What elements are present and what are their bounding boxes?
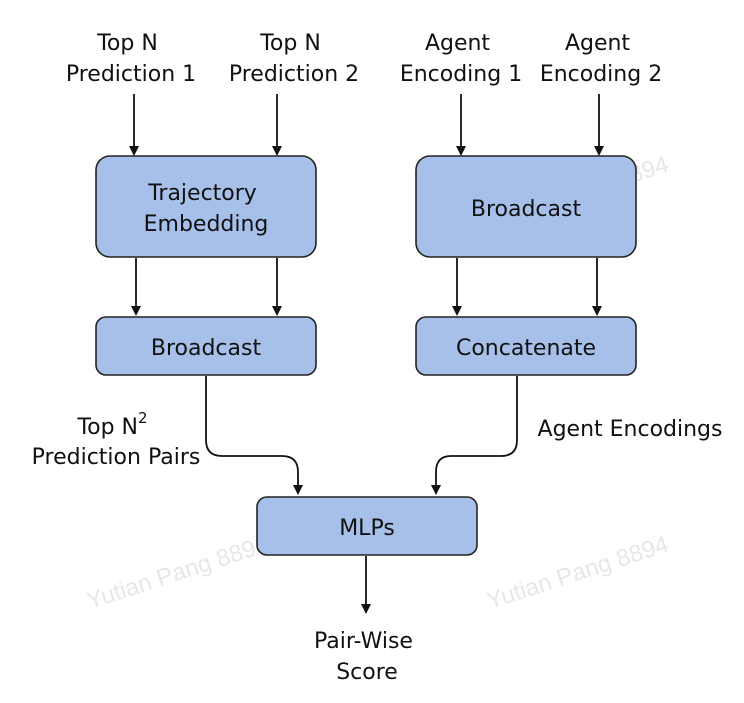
mlps-rect (256, 496, 478, 556)
box-label-line: Trajectory (147, 181, 257, 206)
input-label-line: Agent (565, 31, 630, 56)
prediction-pairs-superscript: 2 (138, 409, 148, 427)
watermark: Yutian Pang 8894 (83, 531, 272, 615)
input-label-line: Agent (425, 31, 490, 56)
broadcast-agent-box: Broadcast (415, 155, 637, 258)
concatenate-box: Concatenate (415, 316, 637, 376)
output-label-line: Pair-Wise (314, 629, 413, 654)
input-label-line: Prediction 2 (229, 62, 359, 87)
agent-encodings-label: Agent Encodings (538, 417, 723, 442)
broadcast-prediction-rect (95, 316, 317, 376)
watermark: Yutian Pang 8894 (483, 531, 672, 615)
trajectory-embedding-rect (95, 155, 317, 258)
input-label-agent-encoding-2: Agent Encoding 2 (540, 31, 662, 87)
broadcast-prediction-box: Broadcast (95, 316, 317, 376)
input-label-prediction-2: Top N Prediction 2 (229, 31, 359, 87)
mlps-label: MLPs (339, 516, 395, 541)
input-label-line: Encoding 1 (400, 62, 522, 87)
broadcast-prediction-label: Broadcast (151, 336, 262, 361)
broadcast-agent-label: Broadcast (471, 197, 582, 222)
input-label-prediction-1: Top N Prediction 1 (66, 31, 196, 87)
prediction-pairs-label: Top N2 Prediction Pairs (32, 404, 201, 470)
input-label-line: Encoding 2 (540, 62, 662, 87)
arrow-broadcast-to-mlps (205, 376, 303, 495)
arrow-concatenate-to-mlps (431, 376, 518, 495)
output-label-pair-wise-score: Pair-Wise Score (314, 629, 420, 685)
prediction-pairs-line2: Prediction Pairs (32, 445, 201, 470)
trajectory-embedding-box: Trajectory Embedding (95, 155, 317, 258)
prediction-pairs-line1: Top N (76, 415, 138, 440)
mlps-box: MLPs (256, 496, 478, 556)
broadcast-agent-rect (415, 155, 637, 258)
input-label-line: Top N (259, 31, 321, 56)
box-label-line: Embedding (144, 212, 269, 237)
input-label-agent-encoding-1: Agent Encoding 1 (400, 31, 522, 87)
output-label-line: Score (336, 660, 398, 685)
concatenate-label: Concatenate (456, 336, 596, 361)
concatenate-rect (415, 316, 637, 376)
input-label-line: Prediction 1 (66, 62, 196, 87)
input-label-line: Top N (96, 31, 158, 56)
trajectory-embedding-label: Trajectory Embedding (144, 181, 269, 237)
